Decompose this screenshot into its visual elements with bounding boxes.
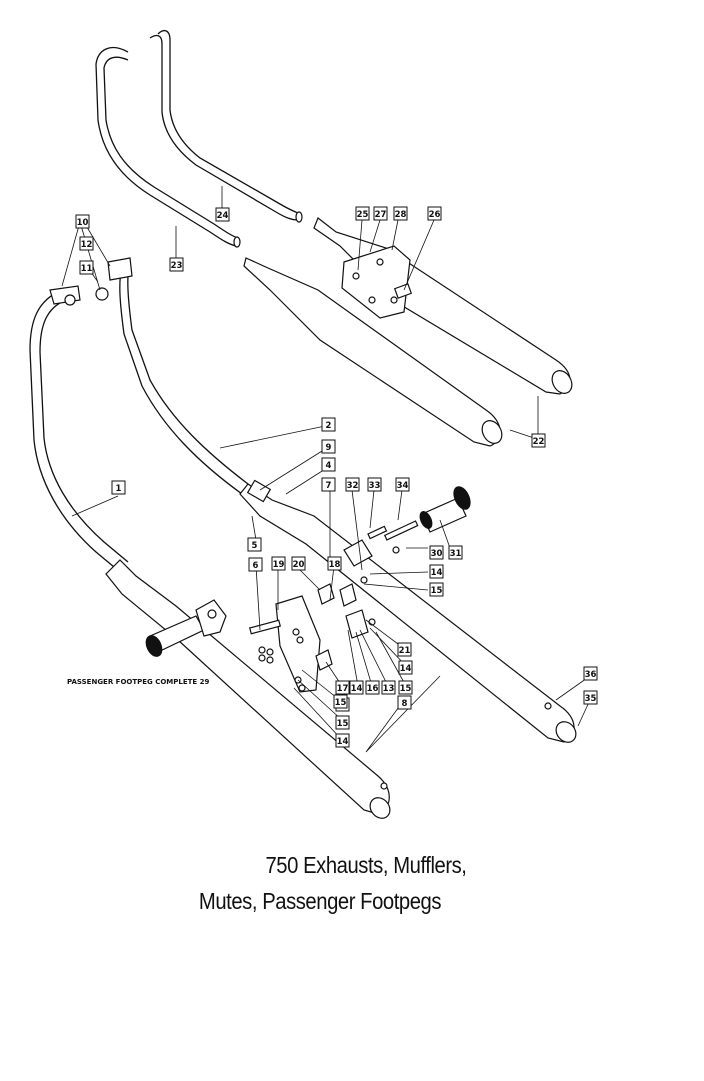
- callout-number: 9: [326, 443, 332, 453]
- callout-9: 9: [321, 439, 336, 454]
- callout-22: 22: [531, 433, 546, 448]
- footpeg-parts: [248, 486, 471, 693]
- callout-21: 21: [397, 642, 412, 657]
- diagram-title-line-2: Mutes, Passenger Footpegs: [198, 888, 442, 914]
- callout-number: 19: [273, 560, 285, 570]
- callout-28: 28: [393, 206, 408, 221]
- callout-number: 16: [367, 684, 379, 694]
- callout-number: 8: [402, 699, 408, 709]
- lower-exhaust-pipes: [29, 257, 249, 573]
- callout-27: 27: [373, 206, 388, 221]
- callout-15: 15: [333, 694, 348, 709]
- callout-19: 19: [271, 556, 286, 571]
- callout-15: 15: [398, 680, 413, 695]
- callout-32: 32: [345, 477, 360, 492]
- callout-number: 12: [81, 240, 93, 250]
- callout-31: 31: [448, 545, 463, 560]
- callout-number: 4: [326, 461, 332, 471]
- callout-number: 28: [395, 210, 407, 220]
- callout-26: 26: [427, 206, 442, 221]
- callout-number: 31: [450, 549, 462, 559]
- callout-number: 2: [326, 421, 332, 431]
- callout-number: 33: [369, 481, 381, 491]
- callout-24: 24: [215, 207, 230, 222]
- callout-number: 24: [217, 211, 229, 221]
- callout-16: 16: [365, 680, 380, 695]
- callout-number: 26: [429, 210, 441, 220]
- callout-number: 6: [253, 561, 259, 571]
- callout-23: 23: [169, 257, 184, 272]
- callout-number: 14: [400, 664, 412, 674]
- callout-number: 13: [383, 684, 395, 694]
- callout-33: 33: [367, 477, 382, 492]
- callout-25: 25: [355, 206, 370, 221]
- callout-number: 11: [81, 264, 93, 274]
- callout-number: 23: [171, 261, 183, 271]
- callout-12: 12: [79, 236, 94, 251]
- callout-number: 15: [400, 684, 412, 694]
- callout-7: 7: [321, 477, 336, 492]
- upper-exhaust-pipes: [95, 29, 303, 248]
- callout-number: 22: [533, 437, 545, 447]
- callout-15: 15: [429, 582, 444, 597]
- callout-number: 5: [252, 541, 258, 551]
- footpeg-caption: PASSENGER FOOTPEG COMPLETE 29: [67, 678, 210, 686]
- callout-number: 21: [399, 646, 411, 656]
- passenger-footpeg-complete: [145, 599, 227, 657]
- callout-number: 10: [77, 218, 89, 228]
- callout-number: 14: [337, 737, 349, 747]
- callout-number: 20: [293, 560, 305, 570]
- callout-36: 36: [583, 666, 598, 681]
- diagram-title-line-1: 750 Exhausts, Mufflers,: [265, 852, 467, 878]
- callout-14: 14: [335, 733, 350, 748]
- callout-35: 35: [583, 690, 598, 705]
- callout-17: 17: [335, 680, 350, 695]
- callout-11: 11: [79, 260, 94, 275]
- lower-mufflers: [105, 479, 577, 819]
- callout-number: 27: [375, 210, 387, 220]
- callout-number: 17: [337, 684, 349, 694]
- callout-number: 7: [326, 481, 332, 491]
- callout-8: 8: [397, 695, 412, 710]
- callout-14: 14: [349, 680, 364, 695]
- upper-mufflers: [243, 217, 573, 447]
- callout-number: 34: [397, 481, 409, 491]
- callout-number: 35: [585, 694, 597, 704]
- callout-4: 4: [321, 457, 336, 472]
- callout-14: 14: [398, 660, 413, 675]
- callout-34: 34: [395, 477, 410, 492]
- callout-13: 13: [381, 680, 396, 695]
- callout-labels: 1234567891011121314141414151515151617181…: [75, 206, 598, 748]
- callout-number: 15: [337, 719, 349, 729]
- callout-number: 15: [335, 698, 347, 708]
- callout-5: 5: [247, 537, 262, 552]
- callout-1: 1: [111, 480, 126, 495]
- callout-14: 14: [429, 564, 444, 579]
- callout-10: 10: [75, 214, 90, 229]
- callout-number: 30: [431, 549, 443, 559]
- callout-number: 32: [347, 481, 359, 491]
- callout-20: 20: [291, 556, 306, 571]
- callout-number: 36: [585, 670, 597, 680]
- callout-number: 25: [357, 210, 369, 220]
- callout-number: 14: [351, 684, 363, 694]
- callout-18: 18: [327, 556, 342, 571]
- callout-30: 30: [429, 545, 444, 560]
- callout-2: 2: [321, 417, 336, 432]
- callout-number: 18: [329, 560, 341, 570]
- leader-lines: [61, 186, 591, 753]
- callout-6: 6: [248, 557, 263, 572]
- callout-number: 1: [116, 484, 122, 494]
- callout-number: 15: [431, 586, 443, 596]
- callout-number: 14: [431, 568, 443, 578]
- callout-15: 15: [335, 715, 350, 730]
